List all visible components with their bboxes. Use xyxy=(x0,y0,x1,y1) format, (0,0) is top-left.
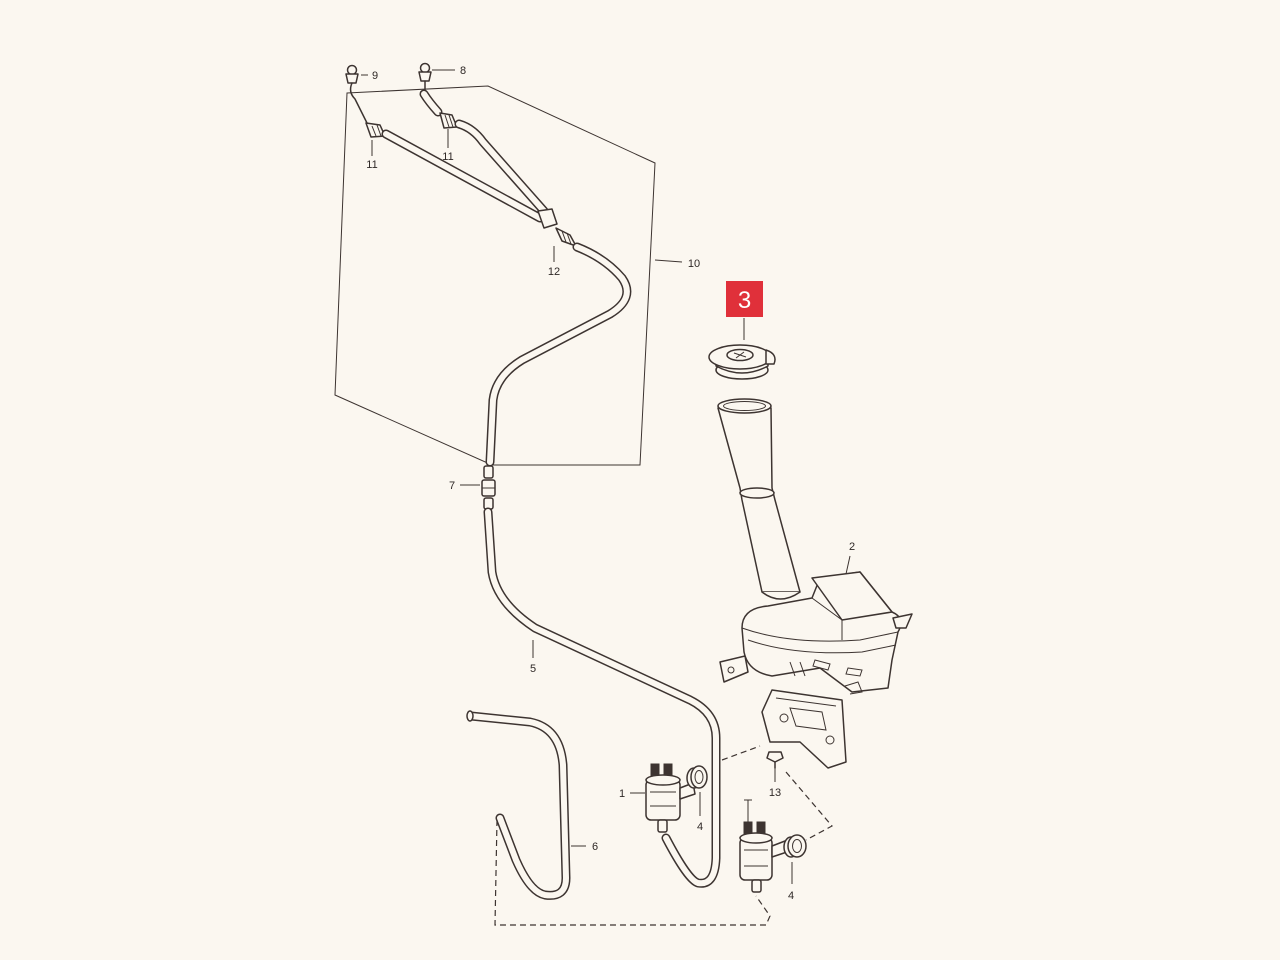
dashed-line-grommet-to-bracket xyxy=(785,771,833,841)
hose-5 xyxy=(483,507,721,888)
callout-11-left: 11 xyxy=(366,159,377,171)
leader-lines xyxy=(361,69,851,884)
washer-reservoir-2 xyxy=(717,398,913,769)
hose-right-branch xyxy=(454,119,549,216)
callout-2: 2 xyxy=(849,541,855,553)
callout-5: 5 xyxy=(530,663,536,675)
grommet-4-lower xyxy=(783,834,807,858)
connector-7 xyxy=(481,465,496,510)
dashed-line-hose-6-to-pump-2 xyxy=(494,819,771,926)
nozzle-8 xyxy=(418,62,432,91)
washer-pump-1 xyxy=(645,763,696,833)
nozzle-9 xyxy=(345,64,368,124)
dashed-line-pump-1-to-bracket xyxy=(721,745,761,761)
reservoir-cap-3 xyxy=(708,344,776,380)
callout-7: 7 xyxy=(449,480,455,492)
y-junction xyxy=(537,208,558,229)
callout-12: 12 xyxy=(548,266,560,278)
hose-10 xyxy=(485,242,632,467)
callout-8: 8 xyxy=(460,65,466,77)
callout-6: 6 xyxy=(592,841,598,853)
screw-13 xyxy=(766,751,784,769)
callout-10: 10 xyxy=(688,258,700,270)
hose-left-branch xyxy=(381,129,545,223)
callout-3-highlight: 3 xyxy=(726,281,763,317)
callout-1: 1 xyxy=(619,788,625,800)
callout-13: 13 xyxy=(769,787,781,799)
callout-9: 9 xyxy=(372,70,378,82)
hose-nozzle-8 xyxy=(419,89,443,117)
assembly-frame xyxy=(334,85,656,466)
hose-6 xyxy=(466,710,571,900)
callout-3: 3 xyxy=(738,287,751,314)
callout-4-upper: 4 xyxy=(697,821,703,833)
callout-11-right: 11 xyxy=(442,151,453,163)
washer-pump-2 xyxy=(739,821,788,893)
callout-3-box xyxy=(726,281,763,317)
callout-4-lower: 4 xyxy=(788,890,794,902)
reservoir-bracket xyxy=(761,689,847,769)
grommet-4-upper xyxy=(686,765,708,789)
reservoir-mount-tab-right xyxy=(892,613,913,629)
